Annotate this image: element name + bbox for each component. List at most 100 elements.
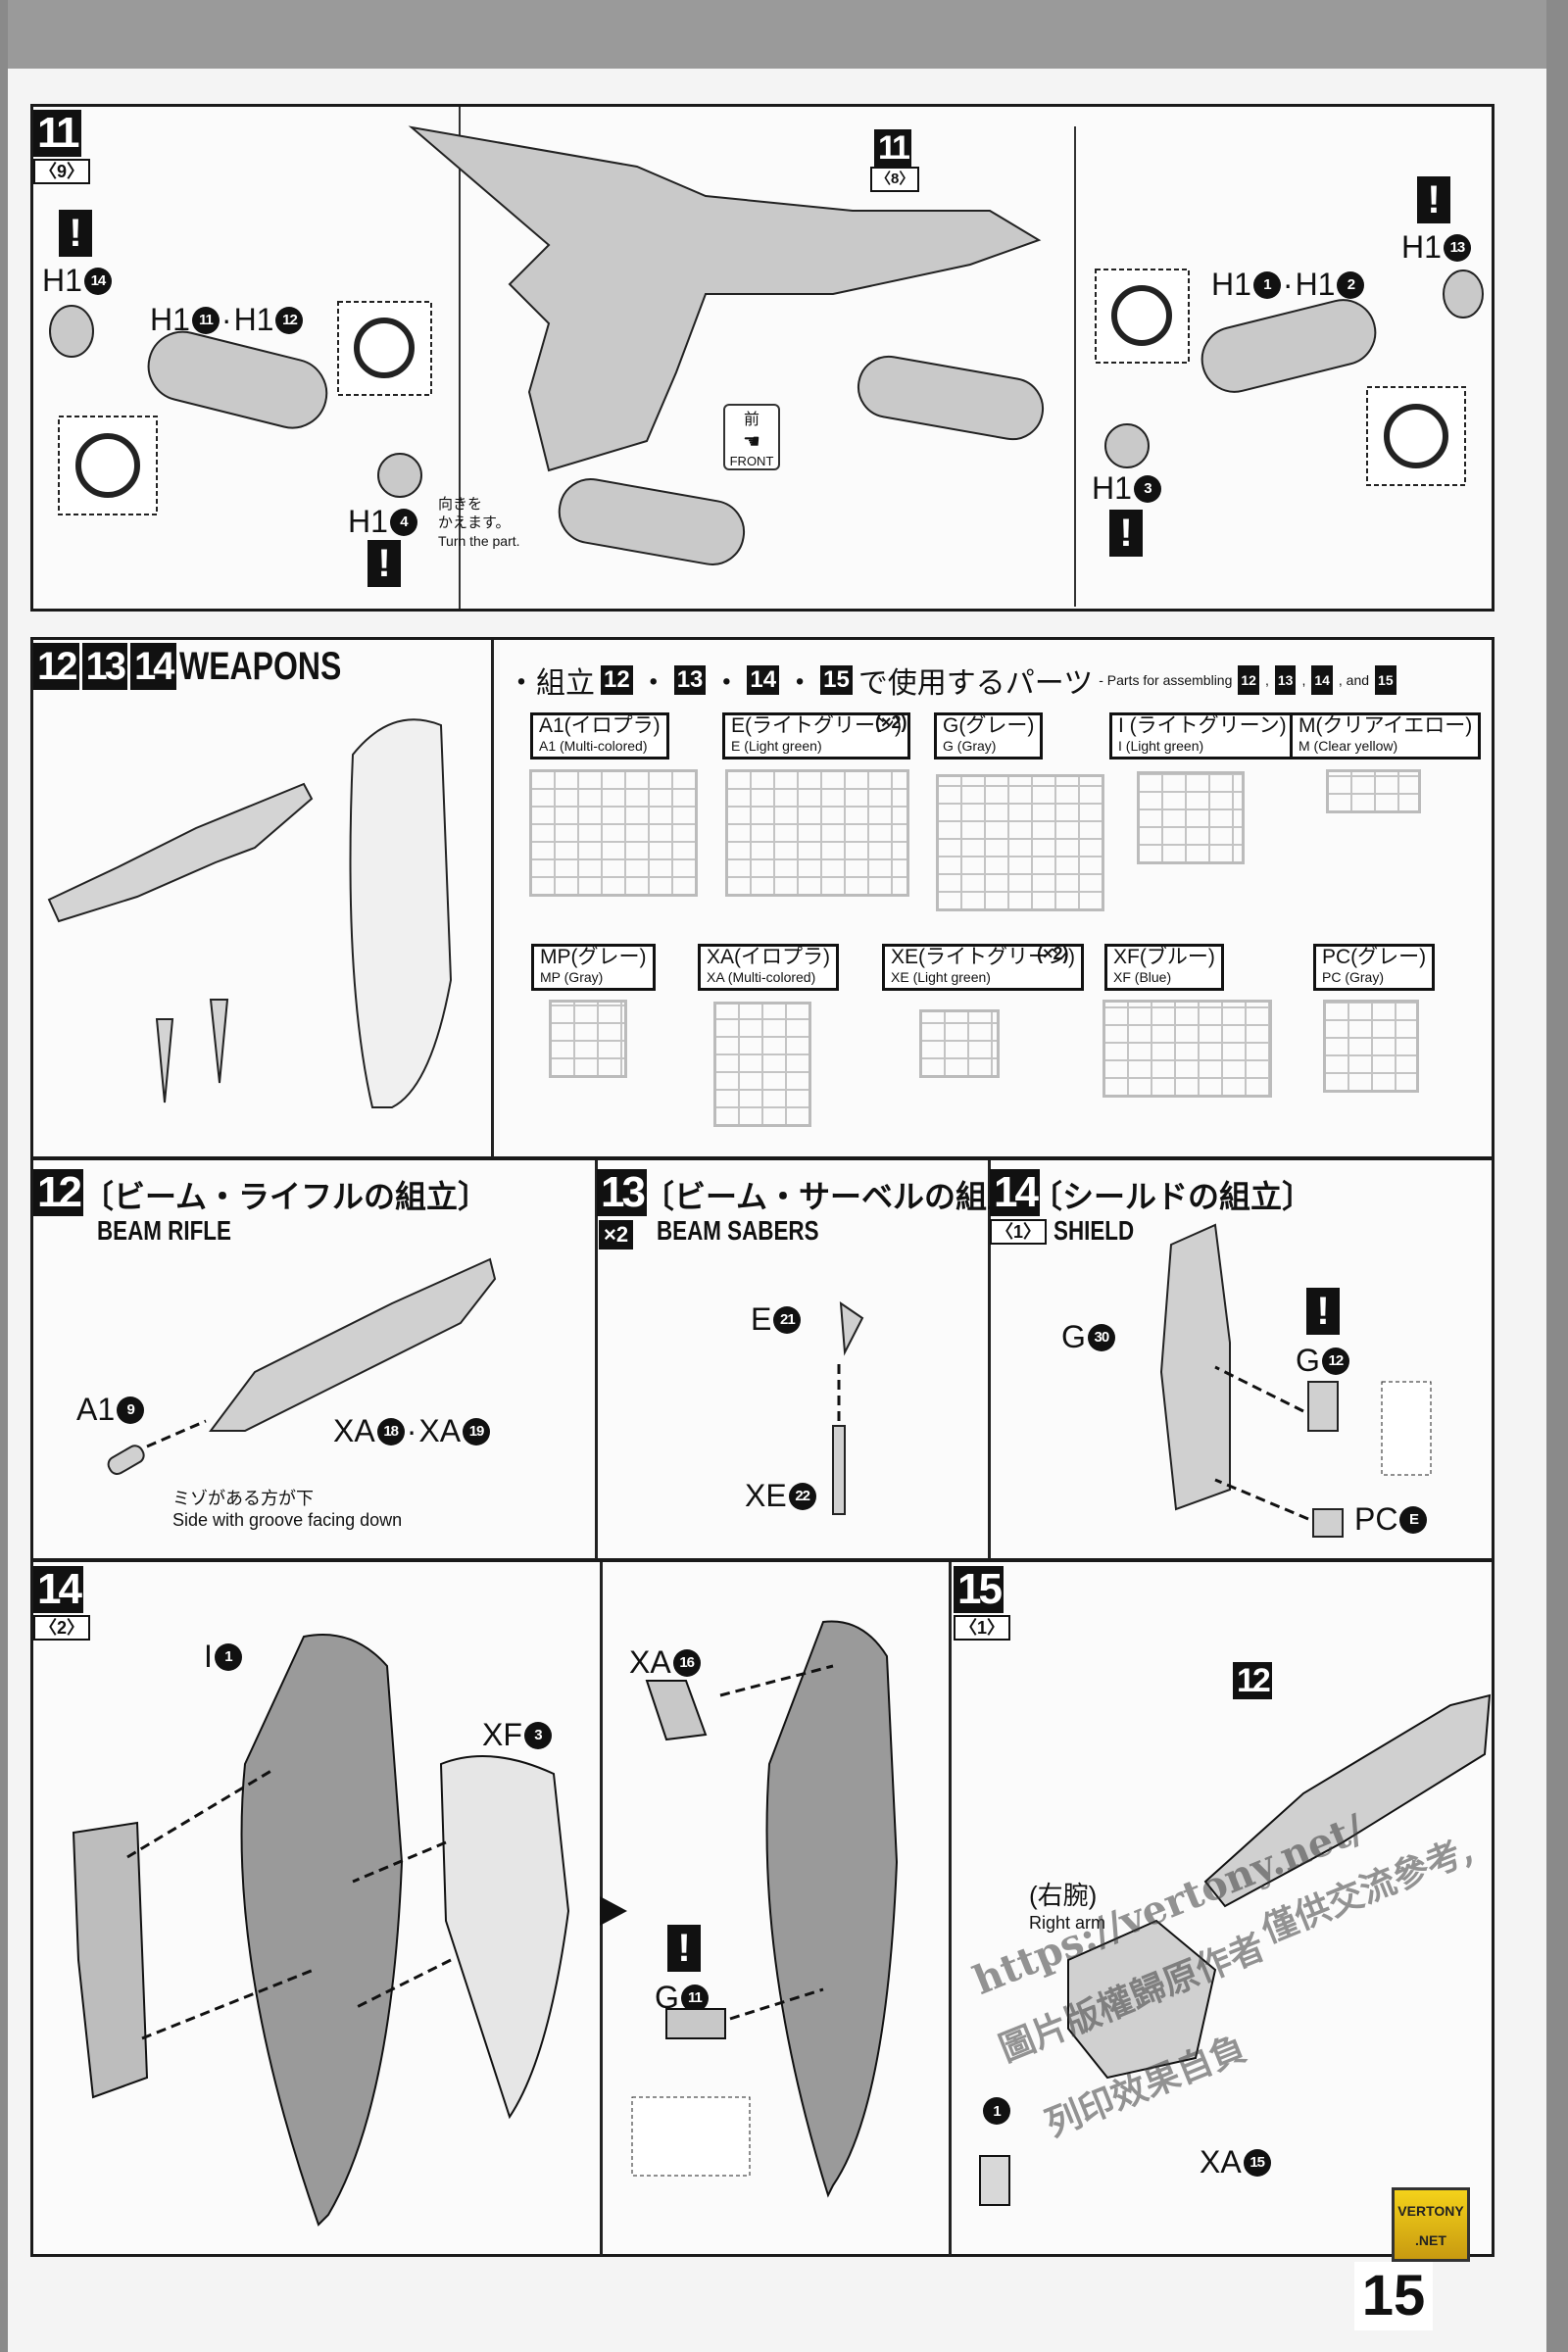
step-number: 12 — [33, 1169, 83, 1216]
hand-icon: ☚ — [743, 431, 760, 453]
saber-drawing — [155, 1018, 174, 1103]
warning-icon: ! — [1109, 510, 1143, 557]
detail-box — [631, 2096, 751, 2177]
sub-step: 〈2〉 — [33, 1615, 91, 1641]
multiplier-badge: ×2 — [599, 1220, 634, 1250]
multiplier: (×2) — [1037, 944, 1069, 963]
warning-icon: ! — [1306, 1288, 1340, 1335]
e21-part — [839, 1300, 864, 1356]
rifle-drawing — [47, 782, 314, 923]
xa15-part — [979, 2155, 1010, 2206]
xe22-part — [832, 1425, 846, 1515]
shield-drawing — [349, 718, 453, 1108]
sub-step-number: 11 — [874, 129, 911, 167]
shield-assembled-part — [765, 1620, 899, 2198]
step-number: 13 — [597, 1169, 647, 1216]
a1-9-part — [107, 1445, 145, 1476]
runner-xa — [713, 1002, 811, 1127]
row4-drawings — [72, 1620, 1492, 2227]
saber-drawing — [209, 999, 229, 1084]
xf3-part — [439, 1755, 570, 2120]
divider — [595, 1160, 598, 1560]
divider — [491, 640, 494, 1159]
step-title-jp: 〔ビーム・ライフルの組立〕 — [82, 1179, 490, 1214]
vertony-logo: VERTONY.NET — [1392, 2187, 1470, 2262]
pce-part — [1312, 1508, 1344, 1538]
step-title-en: BEAM RIFLE — [97, 1215, 231, 1246]
runner-label-mp: MP(グレー)MP (Gray) — [531, 944, 656, 991]
runner-label-i: I (ライトグリーン)I (Light green) — [1109, 712, 1296, 760]
runner-label-xa: XA(イロプラ)XA (Multi-colored) — [698, 944, 839, 991]
runner-g — [936, 774, 1104, 911]
warning-icon: ! — [1417, 176, 1450, 223]
right-arm-label: (右腕)Right arm — [1029, 1881, 1106, 1933]
step-title-en: SHIELD — [1054, 1215, 1135, 1246]
runner-label-xf: XF(ブルー)XF (Blue) — [1104, 944, 1224, 991]
step-number: 14 — [33, 1566, 83, 1613]
g11-part — [665, 2008, 726, 2039]
divider — [949, 1562, 952, 2256]
rifle-part — [1203, 1693, 1492, 1908]
aircraft-part — [408, 125, 1042, 472]
detail-box — [1381, 1381, 1432, 1476]
g12-part — [1307, 1381, 1339, 1432]
pod-part — [1200, 299, 1377, 393]
xa16-part — [645, 1680, 708, 1741]
runner-label-g: G(グレー)G (Gray) — [934, 712, 1044, 760]
beam-rifle-drawing — [209, 1257, 497, 1432]
pod-part — [558, 478, 746, 565]
runner-a1 — [529, 769, 698, 897]
runner-label-pc: PC(グレー)PC (Gray) — [1313, 944, 1436, 991]
step-number: 11 — [33, 110, 81, 157]
step-11-drawings — [49, 125, 1484, 565]
page-number: 15 — [1354, 2262, 1433, 2330]
runner-m — [1326, 769, 1421, 813]
runner-mp — [549, 1000, 627, 1078]
cap-part — [49, 305, 94, 358]
step-title-jp: 〔シールドの組立〕 — [1031, 1179, 1314, 1214]
runner-label-a1: A1(イロプラ)A1 (Multi-colored) — [530, 712, 669, 760]
runner-xf — [1102, 1000, 1272, 1098]
front-indicator: 前☚FRONT — [723, 404, 780, 470]
right-arm-part — [1067, 1919, 1217, 2080]
shield-inner-part — [240, 1634, 404, 2227]
step-title-jp: 〔ビーム・サーベルの組立〕 — [643, 1179, 1051, 1214]
runner-label-e: E(ライトグリーン)E (Light green) — [722, 712, 910, 760]
pod-part — [147, 330, 328, 429]
page-top-band — [8, 0, 1546, 69]
divider — [459, 107, 461, 609]
cap-part — [1104, 423, 1150, 468]
runner-i — [1137, 771, 1245, 864]
runner-label-m: M(クリアイエロー)M (Clear yellow) — [1290, 712, 1482, 760]
runner-xe — [919, 1009, 1000, 1078]
turn-note: 向きをかえます。Turn the part. — [438, 496, 520, 549]
runner-e — [725, 769, 909, 897]
sub-step: 〈8〉 — [870, 167, 920, 192]
multiplier: (×2) — [875, 712, 907, 732]
step-number: 14 — [990, 1169, 1040, 1216]
divider — [988, 1160, 991, 1560]
step-number: 15 — [954, 1566, 1004, 1613]
sub-step: 〈9〉 — [33, 159, 91, 184]
runner-pc — [1323, 1000, 1419, 1093]
weapons-drawings — [47, 718, 453, 1108]
